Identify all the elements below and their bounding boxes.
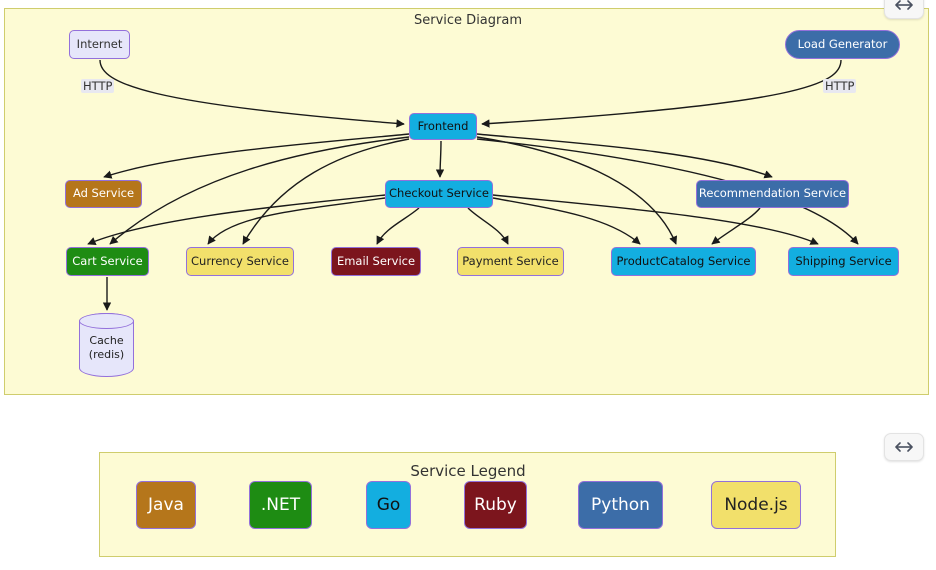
node-cart-label: Cart Service [72, 253, 143, 268]
node-currency-label: Currency Service [191, 253, 289, 268]
node-loadgen[interactable]: Load Generator [785, 30, 900, 59]
legend-item-ruby-label: Ruby [474, 495, 517, 515]
legend-item-ruby[interactable]: Ruby [464, 481, 527, 529]
legend-item-python-label: Python [591, 495, 650, 515]
resize-horizontal-icon-diagram[interactable] [884, 0, 924, 19]
resize-horizontal-icon [895, 0, 913, 10]
legend-item-go[interactable]: Go [366, 481, 411, 529]
node-payment-label: Payment Service [462, 253, 559, 268]
node-cart[interactable]: Cart Service [66, 247, 149, 276]
legend-item-java-label: Java [148, 495, 184, 515]
node-adservice[interactable]: Ad Service [65, 180, 142, 208]
resize-horizontal-icon [895, 442, 913, 452]
legend-item-dotnet[interactable]: .NET [249, 481, 312, 529]
node-shipping[interactable]: Shipping Service [788, 247, 899, 276]
legend-item-go-label: Go [376, 495, 401, 515]
node-checkout-label: Checkout Service [389, 186, 489, 201]
node-email[interactable]: Email Service [331, 247, 421, 276]
node-payment[interactable]: Payment Service [457, 247, 564, 276]
node-checkout[interactable]: Checkout Service [385, 180, 493, 208]
legend-item-nodejs[interactable]: Node.js [711, 481, 801, 529]
node-cache[interactable]: Cache (redis) [79, 313, 134, 377]
legend-item-java[interactable]: Java [136, 481, 196, 529]
node-recommendation-label: Recommendation Service [698, 186, 847, 201]
node-productcatalog[interactable]: ProductCatalog Service [611, 247, 756, 276]
node-cache-line2: (redis) [88, 348, 125, 361]
node-frontend-label: Frontend [417, 118, 469, 133]
node-recommendation[interactable]: Recommendation Service [696, 180, 849, 208]
node-cache-label: Cache (redis) [89, 328, 124, 362]
legend-item-python[interactable]: Python [578, 481, 663, 529]
node-email-label: Email Service [336, 253, 416, 268]
legend-title: Service Legend [410, 462, 526, 480]
node-currency[interactable]: Currency Service [186, 247, 294, 276]
node-adservice-label: Ad Service [72, 186, 135, 201]
edge-label-http-internet: HTTP [81, 79, 115, 93]
legend-item-nodejs-label: Node.js [724, 495, 788, 515]
node-loadgen-label: Load Generator [797, 36, 888, 51]
node-productcatalog-label: ProductCatalog Service [616, 253, 751, 268]
node-frontend[interactable]: Frontend [409, 113, 477, 140]
node-internet[interactable]: Internet [69, 30, 130, 59]
node-shipping-label: Shipping Service [795, 253, 892, 268]
node-internet-label: Internet [76, 36, 123, 51]
edge-label-http-loadgen: HTTP [823, 79, 857, 93]
resize-horizontal-icon-legend[interactable] [884, 433, 924, 461]
diagram-title: Service Diagram [414, 13, 522, 28]
legend-item-dotnet-label: .NET [260, 495, 301, 515]
node-cache-line1: Cache [89, 334, 124, 348]
